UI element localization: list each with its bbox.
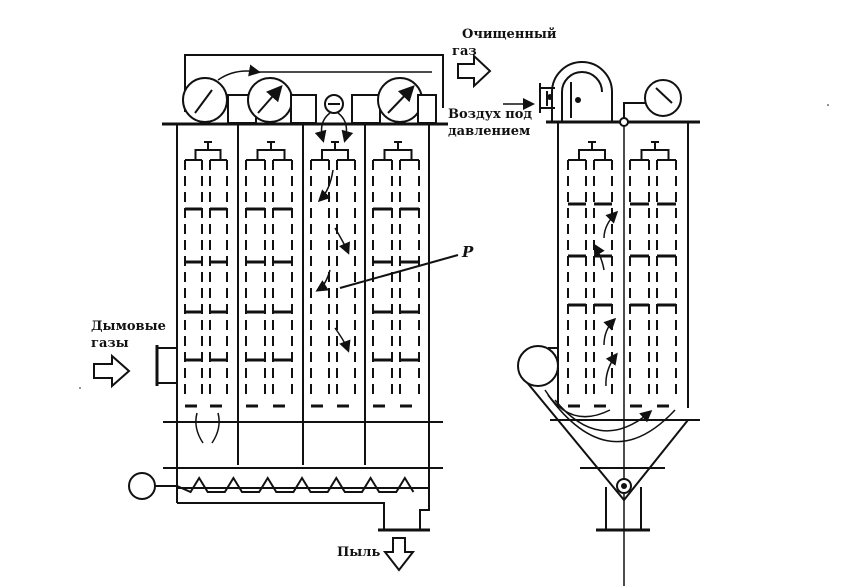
blowpipe-manifold — [256, 141, 286, 160]
clean-gas-duct — [184, 54, 444, 112]
fan-1 — [182, 77, 228, 123]
filter-bag — [656, 159, 677, 408]
blowpipe-manifold — [578, 141, 606, 160]
fan-duct — [623, 102, 645, 122]
bag-compartment-3 — [310, 141, 356, 408]
rotary-valve-hub — [621, 483, 627, 489]
clean-gas-arrow-icon — [457, 53, 492, 89]
fan-3 — [377, 77, 423, 123]
right-fan — [644, 79, 682, 117]
gooseneck-inner — [561, 71, 603, 123]
right-center-valve — [619, 117, 629, 127]
dust-arrow-icon — [382, 537, 416, 572]
duct-flow-arrow — [217, 64, 261, 81]
speck — [79, 387, 81, 389]
label-clean-gas-1: Очищенный — [462, 27, 557, 42]
filter-bag — [272, 159, 293, 408]
right-filter-unit — [517, 61, 700, 586]
dust-fall-arrow-left — [195, 412, 204, 444]
p-leader-line — [339, 254, 459, 289]
hopper-flow-2 — [554, 399, 653, 432]
inlet-pipe — [157, 347, 177, 384]
blowpipe-manifold — [640, 141, 670, 160]
blowpipe-manifold — [321, 141, 349, 160]
hopper-flow-3 — [547, 394, 676, 443]
right-up-arrows — [593, 210, 619, 387]
flue-gas-arrow-icon — [93, 353, 131, 389]
left-bag-rows — [184, 141, 420, 408]
label-p: P — [461, 243, 474, 261]
label-clean-gas-2: газ — [452, 44, 477, 59]
fan-2 — [247, 77, 293, 123]
bag-compartment-r2 — [629, 141, 677, 408]
air-damper-box — [539, 83, 555, 113]
filter-bag — [593, 159, 613, 408]
outlet-left-wall — [177, 502, 385, 530]
valve-box-4 — [417, 94, 437, 124]
dust-fall-arrow-right — [211, 412, 220, 444]
right-housing-walls — [557, 122, 689, 408]
blowpipe-manifold — [383, 141, 413, 160]
right-bag-rows — [567, 141, 677, 408]
filter-bag — [310, 159, 330, 408]
pulse-valve — [314, 94, 354, 143]
label-flue-1: Дымовые — [91, 319, 166, 334]
right-outlet-walls — [605, 487, 642, 530]
filter-bag — [209, 159, 228, 408]
bag-compartment-1 — [184, 141, 228, 408]
cleaning-flow-arrows — [315, 169, 351, 353]
speck — [827, 104, 829, 106]
label-dust: Пыль — [337, 545, 380, 560]
label-flue-2: газы — [91, 336, 129, 351]
blowpipe-manifold — [194, 141, 222, 160]
valve-box-2 — [290, 94, 317, 124]
label-air-1: Воздух под — [448, 107, 532, 122]
damper-pivot — [575, 97, 581, 103]
valve-box-3 — [351, 94, 381, 124]
outlet-right-wall — [419, 503, 430, 530]
gooseneck-outer — [551, 61, 620, 123]
right-inlet-duct — [517, 345, 559, 387]
label-air-2: давлением — [448, 124, 530, 139]
filter-bag — [245, 159, 266, 408]
bag-compartment-4 — [372, 141, 420, 408]
filter-bag — [184, 159, 203, 408]
filter-bag — [567, 159, 587, 408]
bag-compartment-2 — [245, 141, 293, 408]
conveyor-motor — [128, 472, 156, 500]
filter-bag — [372, 159, 393, 408]
filter-bag — [336, 159, 356, 408]
screw-conveyor — [176, 476, 415, 494]
left-filter-unit — [128, 54, 459, 532]
bag-compartment-r1 — [567, 141, 613, 408]
filter-bag — [629, 159, 650, 408]
filter-bag — [399, 159, 420, 408]
air-damper-pivot — [547, 94, 553, 100]
right-fan-blade — [655, 87, 673, 104]
right-hopper-cone — [524, 379, 689, 502]
